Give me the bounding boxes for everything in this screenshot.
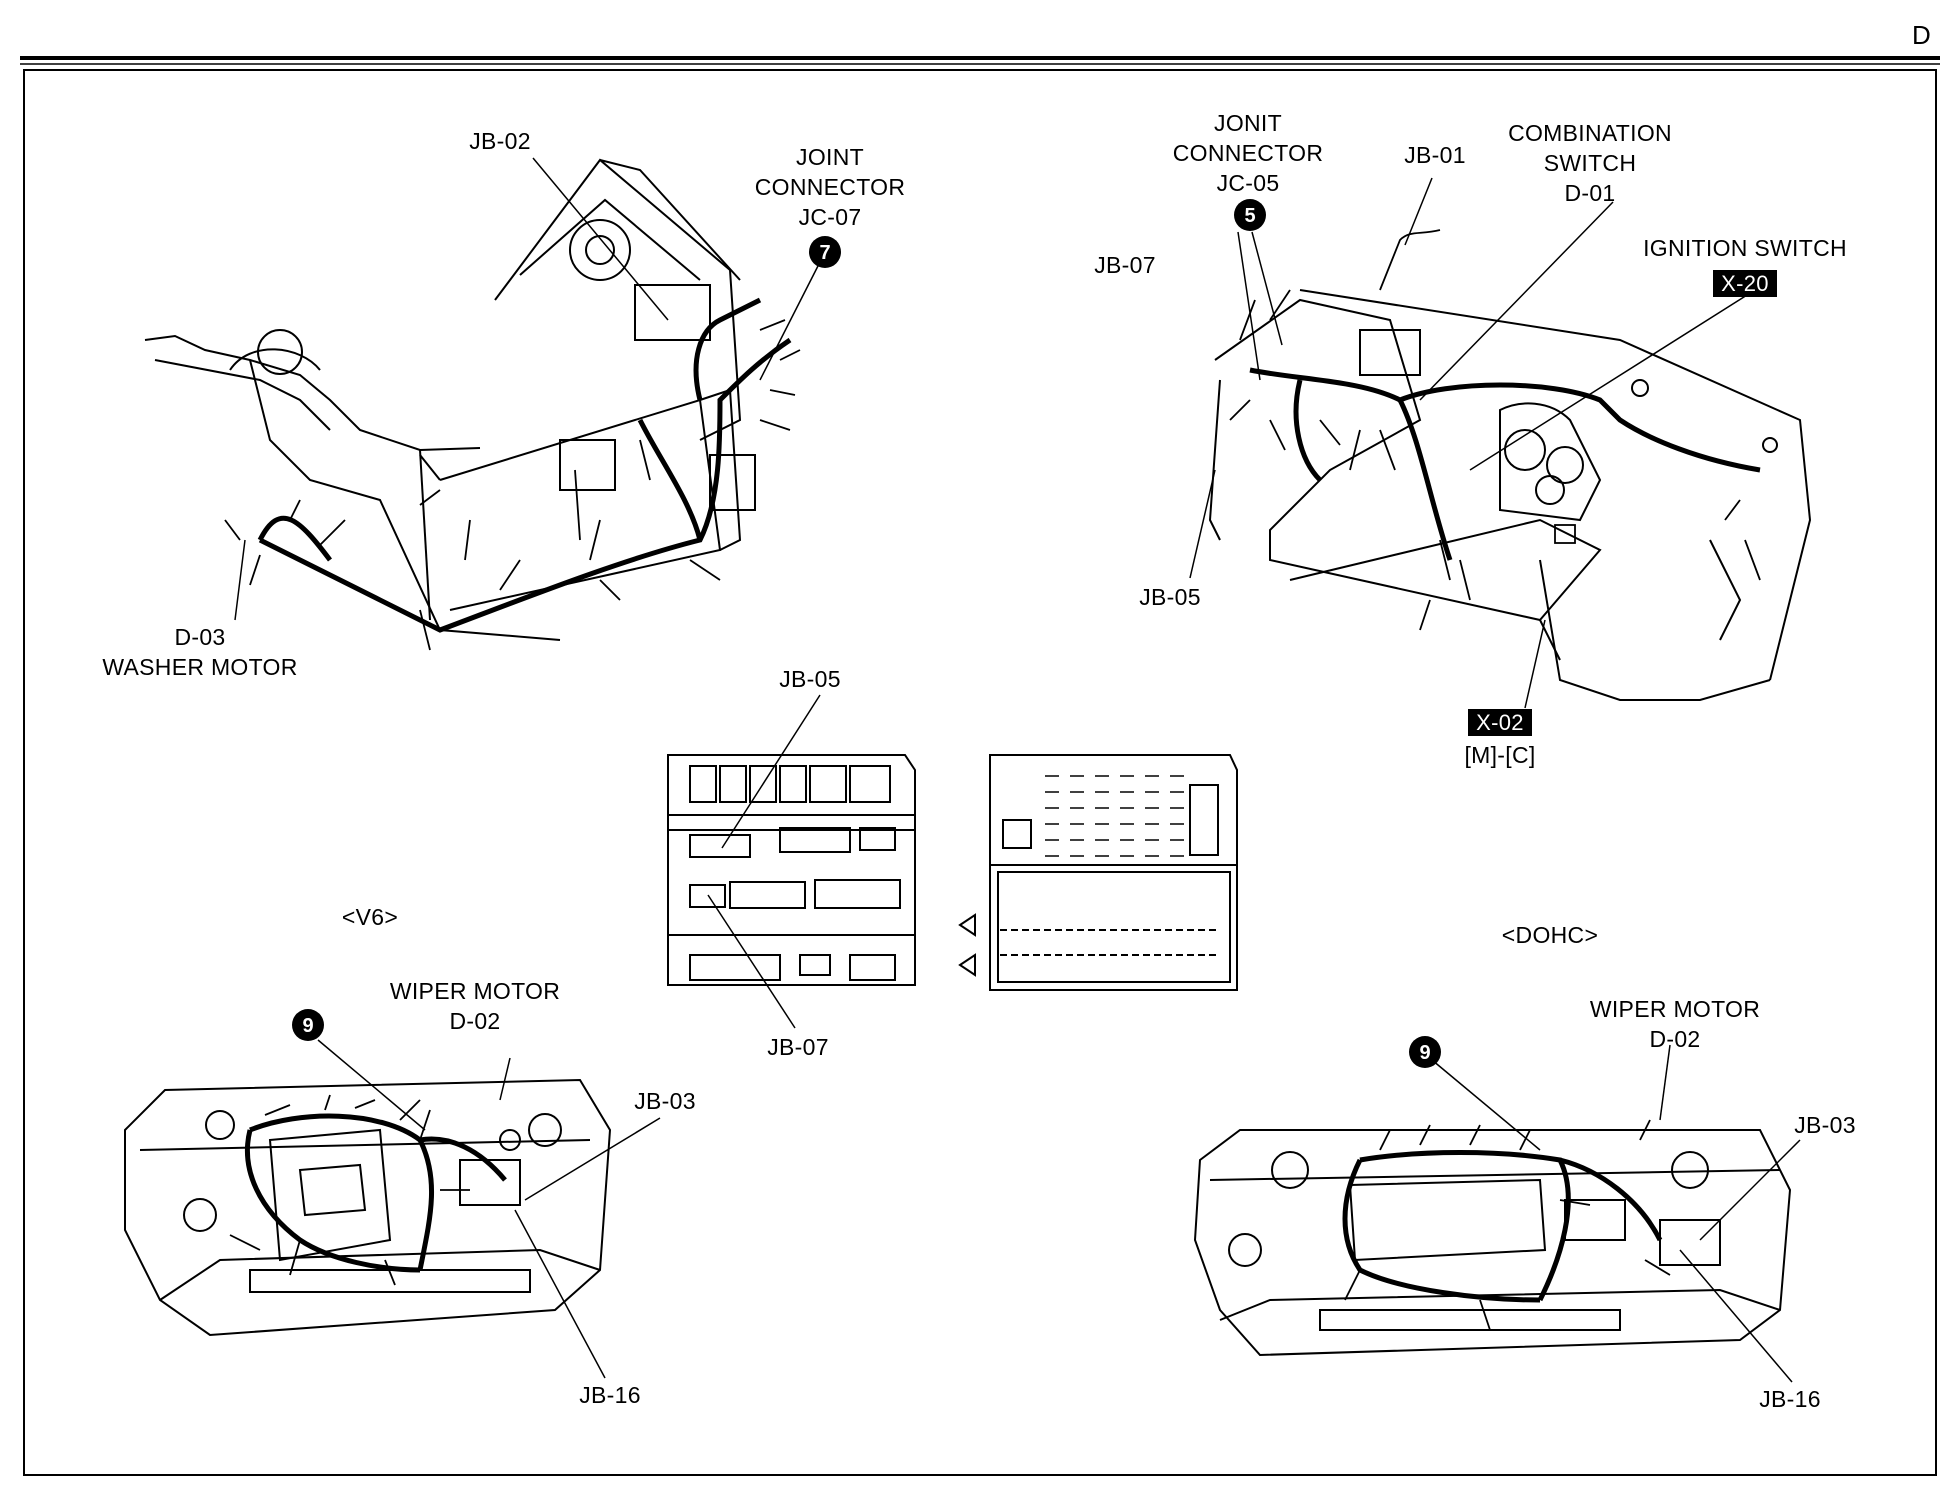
label-combination-switch-d-01: COMBINATION SWITCH D-01 bbox=[1490, 118, 1690, 208]
label-jb-07-dash: JB-07 bbox=[1094, 252, 1156, 278]
label-jb-05-dash: JB-05 bbox=[1139, 584, 1201, 610]
callout-leaders bbox=[234, 157, 1801, 1383]
label-washer-motor-d-03: D-03 WASHER MOTOR bbox=[80, 622, 320, 682]
junction-block-jb05 bbox=[667, 754, 916, 986]
label-combination-line3: D-01 bbox=[1564, 180, 1616, 206]
label-jb-07-block: JB-07 bbox=[767, 1034, 829, 1060]
connector-badge-7: 7 bbox=[809, 236, 841, 268]
label-wiper-v6-name: WIPER MOTOR bbox=[389, 978, 561, 1004]
dohc-harness-wiring bbox=[1342, 1150, 1663, 1303]
label-wiper-dohc-code: D-02 bbox=[1649, 1026, 1701, 1052]
front-harness-drawing bbox=[144, 158, 756, 641]
label-jonit-connector-jc-05: JONIT CONNECTOR JC-05 bbox=[1148, 108, 1348, 198]
label-ignition-switch: IGNITION SWITCH bbox=[1643, 235, 1847, 261]
label-jb-03-v6: JB-03 bbox=[634, 1088, 696, 1114]
label-washer-code: D-03 bbox=[174, 624, 226, 650]
label-joint-line1: JOINT bbox=[796, 144, 864, 170]
front-harness-wiring bbox=[257, 297, 792, 633]
badge-9-dohc-number: 9 bbox=[1419, 1042, 1430, 1064]
label-jb-16-dohc: JB-16 bbox=[1759, 1386, 1821, 1412]
label-x-02-variant: [M]-[C] bbox=[1464, 742, 1536, 768]
label-wiper-motor-v6: WIPER MOTOR D-02 bbox=[370, 976, 580, 1036]
dohc-engine-bay-drawing bbox=[1193, 1129, 1792, 1357]
label-jonit-line2: CONNECTOR bbox=[1172, 140, 1324, 166]
badge-7-number: 7 bbox=[819, 242, 830, 264]
label-jb-05-block: JB-05 bbox=[779, 666, 841, 692]
label-wiper-v6-code: D-02 bbox=[449, 1008, 501, 1034]
label-wiper-motor-dohc: WIPER MOTOR D-02 bbox=[1570, 994, 1780, 1054]
badge-5-number: 5 bbox=[1244, 205, 1255, 227]
label-joint-line2: CONNECTOR bbox=[754, 174, 906, 200]
dohc-harness-branches bbox=[1344, 1119, 1671, 1331]
label-joint-line3: JC-07 bbox=[798, 204, 862, 230]
badge-9-v6-number: 9 bbox=[302, 1015, 313, 1037]
label-joint-connector-jc-07: JOINT CONNECTOR JC-07 bbox=[720, 142, 940, 232]
label-jb-16-v6: JB-16 bbox=[579, 1382, 641, 1408]
label-variant-v6: <V6> bbox=[341, 904, 399, 930]
connector-badge-5: 5 bbox=[1234, 199, 1266, 231]
label-jb-01: JB-01 bbox=[1404, 142, 1466, 168]
label-jonit-line3: JC-05 bbox=[1216, 170, 1280, 196]
label-combination-line2: SWITCH bbox=[1543, 150, 1637, 176]
label-washer-name: WASHER MOTOR bbox=[102, 654, 298, 680]
dashboard-harness-branches bbox=[1229, 229, 1761, 631]
v6-harness-branches bbox=[229, 1094, 470, 1286]
connector-badge-9-v6: 9 bbox=[292, 1009, 324, 1041]
front-harness-branches bbox=[224, 319, 801, 651]
label-variant-dohc: <DOHC> bbox=[1501, 922, 1599, 948]
fuse-grid bbox=[1045, 775, 1184, 857]
label-jb-02: JB-02 bbox=[469, 128, 531, 154]
label-jb-03-dohc: JB-03 bbox=[1794, 1112, 1856, 1138]
tag-x-02: X-02 bbox=[1468, 709, 1532, 736]
junction-block-jb07 bbox=[958, 754, 1238, 991]
tag-x-20: X-20 bbox=[1713, 270, 1777, 297]
label-ignition-code: X-20 bbox=[1695, 268, 1795, 298]
dashboard-drawing bbox=[1208, 289, 1812, 701]
label-combination-line1: COMBINATION bbox=[1508, 120, 1672, 146]
page-frame bbox=[20, 56, 1940, 1476]
dashboard-harness-wiring bbox=[1249, 367, 1761, 561]
connector-badge-9-dohc: 9 bbox=[1409, 1036, 1441, 1068]
section-letter: D bbox=[1912, 20, 1931, 50]
label-jonit-line1: JONIT bbox=[1214, 110, 1282, 136]
label-wiper-dohc-name: WIPER MOTOR bbox=[1589, 996, 1761, 1022]
label-x-02-tag: X-02 bbox=[1450, 707, 1550, 737]
